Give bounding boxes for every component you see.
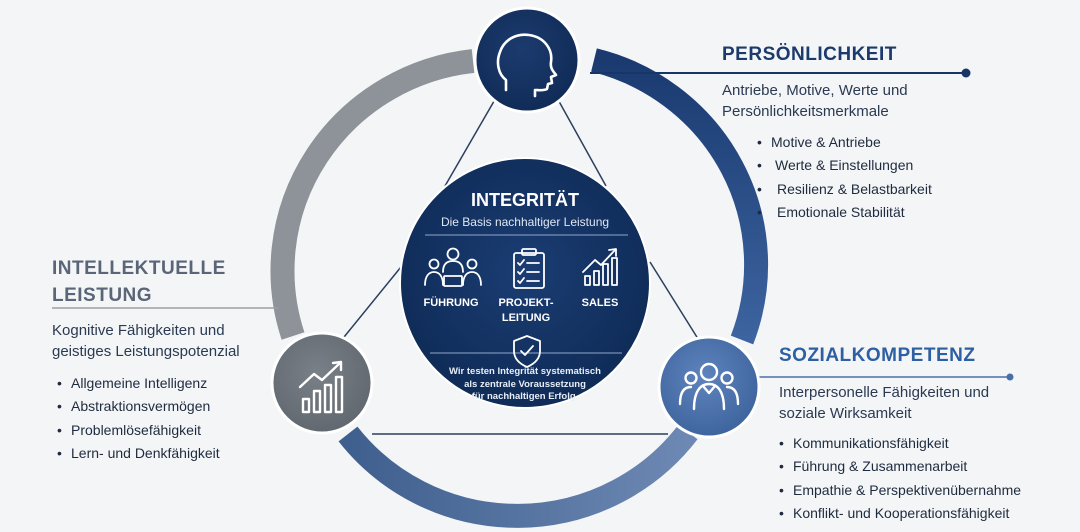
group-people-icon: [678, 362, 740, 411]
head-profile-icon: [496, 33, 558, 98]
checklist-icon: [513, 248, 545, 289]
shield-check-icon: [513, 335, 541, 368]
list-item: Führung & Zusammenarbeit: [779, 455, 1021, 479]
center-content: INTEGRITÄT Die Basis nachhaltiger Leistu…: [400, 158, 650, 408]
triangle-line-left: [339, 261, 406, 343]
triangle-line-top-right: [555, 95, 607, 187]
list-item: Motive & Antriebe: [757, 131, 932, 155]
desc-sozial: Interpersonelle Fähigkeiten und soziale …: [779, 382, 1039, 424]
triangle-line-right: [649, 261, 701, 343]
desc-line: Interpersonelle Fähigkeiten und: [779, 384, 990, 401]
heading-persoenlichkeit: PERSÖNLICHKEIT: [722, 44, 897, 65]
label-projekt-line2: LEITUNG: [501, 312, 551, 324]
list-item: Empathie & Perspektivenübernahme: [779, 479, 1021, 503]
list-item: Kommunikationsfähigkeit: [779, 432, 1021, 456]
team-meeting-icon: [424, 247, 482, 287]
center-footer-line: als zentrale Voraussetzung: [464, 378, 586, 390]
heading-line: INTELLEKTUELLE: [52, 258, 226, 279]
leader-dot-sozial: [1006, 373, 1014, 381]
desc-line: Kognitive Fähigkeiten und: [52, 322, 225, 339]
list-intellektuell: Allgemeine Intelligenz Abstraktionsvermö…: [57, 372, 220, 465]
triangle-line-top-left: [444, 95, 498, 187]
ring-arc-bottom: [338, 424, 698, 528]
list-sozial: Kommunikationsfähigkeit Führung & Zusamm…: [779, 432, 1021, 525]
desc-intellektuell: Kognitive Fähigkeiten und geistiges Leis…: [52, 320, 292, 362]
heading-sozial: SOZIALKOMPETENZ: [779, 345, 976, 366]
list-item: Allgemeine Intelligenz: [57, 372, 220, 396]
list-item: Lern- und Denkfähigkeit: [57, 442, 220, 466]
label-projektleitung: PROJEKT- LEITUNG: [488, 296, 564, 326]
center-title: INTEGRITÄT: [471, 190, 579, 210]
list-item: Emotionale Stabilität: [757, 201, 932, 225]
node-intellektuell: [270, 331, 374, 435]
list-item: Abstraktionsvermögen: [57, 395, 220, 419]
list-item: Konflikt- und Kooperationsfähigkeit: [779, 502, 1021, 526]
center-footer: Wir testen Integrität systematisch als z…: [435, 366, 615, 404]
list-item: Resilienz & Belastbarkeit: [757, 178, 932, 202]
leader-dot-persoenlichkeit: [961, 68, 971, 78]
node-sozial: [657, 335, 761, 439]
ring-arc-right: [591, 48, 769, 345]
node-persoenlichkeit: [473, 6, 581, 114]
growth-chart-icon: [298, 360, 344, 414]
desc-persoenlichkeit: Antriebe, Motive, Werte und Persönlichke…: [722, 80, 962, 122]
desc-line: Persönlichkeitsmerkmale: [722, 103, 889, 120]
list-item: Problemlösefähigkeit: [57, 419, 220, 443]
center-footer-line: für nachhaltigen Erfolg.: [471, 391, 579, 402]
label-projekt-line1: PROJEKT-: [498, 297, 554, 309]
desc-line: Antriebe, Motive, Werte und: [722, 82, 908, 99]
center-footer-line: Wir testen Integrität systematisch: [449, 366, 601, 377]
ring-arc-left: [270, 49, 475, 340]
sales-chart-icon: [582, 248, 618, 286]
label-sales: SALES: [581, 297, 619, 309]
label-fuehrung: FÜHRUNG: [423, 297, 479, 309]
desc-line: soziale Wirksamkeit: [779, 405, 912, 422]
list-item: Werte & Einstellungen: [757, 154, 932, 178]
heading-line: LEISTUNG: [52, 285, 153, 306]
list-persoenlichkeit: Motive & Antriebe Werte & Einstellungen …: [757, 131, 932, 224]
heading-intellektuell: INTELLEKTUELLE LEISTUNG: [52, 255, 282, 309]
desc-line: geistiges Leistungspotenzial: [52, 343, 240, 360]
center-integritaet: [399, 157, 651, 409]
center-subtitle: Die Basis nachhaltiger Leistung: [440, 215, 610, 229]
